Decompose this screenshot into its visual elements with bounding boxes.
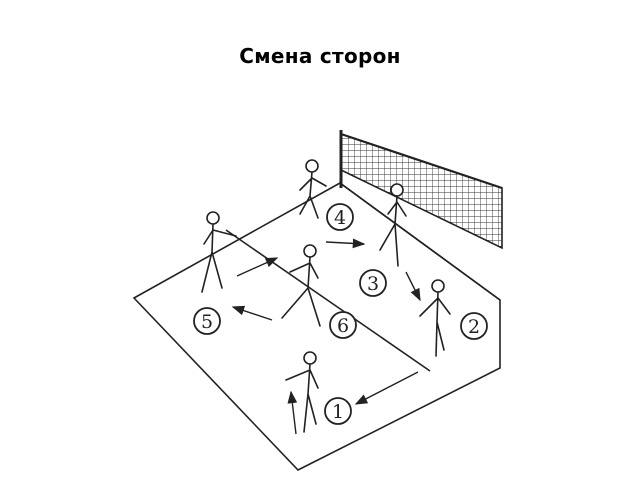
position-3-marker: 3 — [359, 269, 387, 297]
position-6-marker: 6 — [329, 311, 357, 339]
position-1-marker: 1 — [324, 397, 352, 425]
court — [132, 182, 501, 471]
attack-line — [225, 229, 431, 372]
player-4 — [299, 159, 327, 219]
player-1 — [285, 351, 319, 433]
net-top-band — [340, 132, 503, 190]
arrow-4-to-3 — [325, 238, 366, 249]
arrow-1-to-6 — [287, 390, 298, 435]
arrow-3-to-2 — [405, 271, 421, 302]
position-4-marker: 4 — [326, 203, 354, 231]
net — [339, 130, 503, 250]
position-4-label: 4 — [334, 207, 346, 229]
position-5-marker: 5 — [193, 307, 221, 335]
player-6 — [281, 244, 321, 327]
slide-title: Смена сторон — [239, 44, 401, 68]
rotation-arrows — [231, 238, 421, 435]
position-2-marker: 2 — [460, 312, 488, 340]
player-5 — [201, 211, 237, 293]
players — [201, 159, 451, 433]
position-3-label: 3 — [367, 273, 379, 295]
arrow-6-to-5 — [231, 305, 273, 321]
court-outline — [132, 182, 501, 471]
position-markers: 4 3 2 1 6 5 — [193, 203, 488, 425]
arrow-5-to-4 — [236, 257, 279, 277]
position-6-label: 6 — [337, 315, 349, 337]
position-1-label: 1 — [332, 401, 344, 423]
position-5-label: 5 — [201, 311, 213, 333]
position-2-label: 2 — [468, 316, 480, 338]
player-3 — [379, 183, 407, 267]
net-mesh — [340, 132, 503, 250]
sideline-near-net — [339, 182, 501, 301]
arrow-2-to-1 — [354, 371, 419, 405]
player-2 — [419, 279, 451, 357]
